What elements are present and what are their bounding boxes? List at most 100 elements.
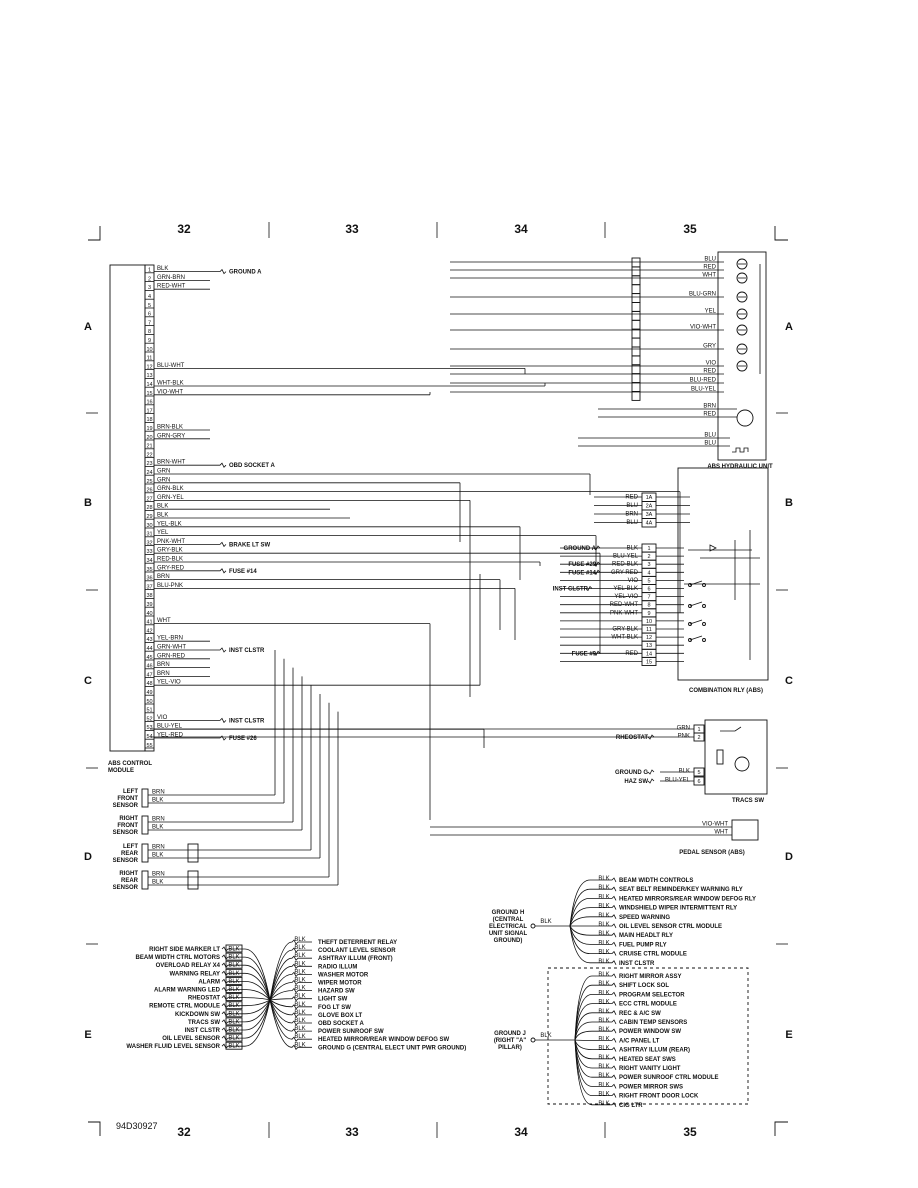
ground-g-fan-wire (244, 972, 271, 1001)
abs-wire-color: BLU-WHT (157, 363, 185, 369)
abs-hydraulic-unit-body (717, 251, 767, 461)
ground-g-left-item: KICKDOWN SW (175, 1012, 220, 1018)
relay-wire-color: BLU (626, 520, 638, 526)
ground-g-wire-color: BLK (228, 955, 239, 961)
row-label: A (84, 321, 92, 333)
ground-g-left-item: RIGHT SIDE MARKER LT (149, 947, 220, 953)
abs-control-module-pin-strip (144, 264, 155, 752)
abs-pin-number: 35 (146, 567, 152, 573)
wheel-sensor-label-line: RIGHT (119, 816, 138, 822)
wire-break (647, 734, 655, 740)
ground-h-item: SPEED WARNING (619, 915, 670, 921)
ground-g-wire-label-box (225, 985, 243, 993)
ground-h-label-line: UNIT SIGNAL (489, 931, 528, 937)
ground-g-wire-color: BLK (228, 971, 239, 977)
abs-wire-color: PNK-WHT (157, 539, 185, 545)
relay-wire-color: PNK-WHT (610, 610, 638, 616)
ground-g-wire-color: BLK (294, 1034, 305, 1040)
ground-j-item: CABIN TEMP SENSORS (619, 1020, 687, 1026)
ground-h-fan-wire (569, 925, 617, 956)
ground-g-fan-wire (269, 939, 312, 1001)
inline-connector (187, 870, 199, 890)
wheel-sensor-label-line: SENSOR (113, 858, 139, 864)
abs-pin-number: 42 (146, 628, 152, 634)
ground-j-fan-wire (574, 1039, 617, 1052)
ground-g-wire-color: BLK (294, 961, 305, 967)
abs-wire-color: BRN-BLK (157, 425, 183, 431)
ground-g-left-item: ALARM WARNING LED (154, 988, 221, 994)
abs-pin-number: 29 (146, 514, 152, 520)
resistor-symbol (716, 749, 724, 765)
column-label: 35 (683, 222, 697, 236)
abs-wire-color: GRY-RED (157, 565, 185, 571)
ground-j-fan-wire (574, 1000, 617, 1041)
ground-h-fan-wire (569, 877, 617, 927)
ground-h-wire-color: BLK (598, 950, 609, 956)
ground-g-left-item: OVERLOAD RELAY X4 (156, 963, 221, 969)
ground-h-label-line: ELECTRICAL (489, 924, 527, 930)
ground-j-wire-color: BLK (598, 972, 609, 978)
ground-g-right-item: ASHTRAY ILLUM (FRONT) (318, 956, 393, 962)
row-label: D (785, 851, 793, 863)
row-label: E (785, 1029, 792, 1041)
wheel-sensor-label-line: FRONT (117, 796, 138, 802)
abs-pin-number: 26 (146, 488, 152, 494)
tracs-wire-color: PNK (678, 734, 690, 740)
abs-pin-number: 54 (146, 734, 152, 740)
abs-wire-color: GRN-BLK (157, 486, 184, 492)
relay-pin-source: INST CLSTR (553, 587, 589, 593)
abs-pin-number: 41 (146, 620, 152, 626)
ground-g-wire-color: BLK (294, 994, 305, 1000)
ground-j-fan-wire (574, 1039, 617, 1107)
column-label: 35 (683, 1125, 697, 1139)
valve-solenoid-symbol (736, 360, 748, 372)
tracs-pin-number: 2 (697, 735, 700, 741)
relay-coil-symbol (732, 447, 749, 453)
ground-j-fan-wire (574, 1039, 617, 1061)
ground-h-fan-wire (569, 904, 617, 927)
abs-pin-number: 5 (148, 303, 151, 309)
relay-pin-number: 8 (647, 603, 650, 609)
ground-h-wire-color: BLK (598, 922, 609, 928)
ground-j-wire-color: BLK (598, 990, 609, 996)
wheel-sensor-label-line: LEFT (123, 844, 138, 850)
wheel-sensor-label-line: SENSOR (113, 803, 139, 809)
abs-hydraulic-unit-label: ABS HYDRAULIC UNIT (707, 464, 773, 470)
inline-connector-cavity (631, 266, 641, 277)
tracs-pin-source: RHEOSTAT (616, 735, 648, 741)
ground-j-wire-color: BLK (598, 1082, 609, 1088)
ground-h-fan-wire (569, 895, 617, 927)
pump-wire-color: RED (703, 412, 716, 418)
abs-pin-number: 48 (146, 681, 152, 687)
abs-pin-number: 39 (146, 602, 152, 608)
ground-g-fan-wire (269, 987, 312, 1001)
abs-wire-color: RED-BLK (157, 557, 183, 563)
sensor-wire-color: BRN (152, 817, 165, 823)
ground-h-label-line: (CENTRAL (493, 917, 524, 923)
wheel-sensor-connector (141, 870, 149, 890)
abs-wire-color: BLU-PNK (157, 583, 183, 589)
valve-solenoid-symbol (736, 324, 748, 336)
ground-g-wire-color: BLK (228, 1019, 239, 1025)
inline-connector-cavity (631, 275, 641, 286)
abs-pin-number: 17 (146, 408, 152, 414)
ground-j-fan-wire (574, 1039, 617, 1080)
ground-g-wire-label-box (225, 1009, 243, 1018)
row-label: B (84, 497, 92, 509)
ground-j-item: SHIFT LOCK SOL (619, 983, 669, 989)
hydraulic-wire-color: BLU-YEL (691, 387, 717, 393)
abs-wire-color: GRN-GRY (157, 433, 185, 439)
ground-j-fan-wire (574, 973, 617, 1041)
inline-connector-cavity (631, 373, 641, 384)
ground-g-right-item: FOG LT SW (318, 1005, 351, 1011)
ground-g-wire-color: BLK (294, 945, 305, 951)
ground-g-fan-wire (269, 979, 312, 1001)
ground-g-wire-color: BLK (294, 1002, 305, 1008)
wire-break (647, 778, 655, 784)
ground-j-wire-color: BLK (598, 1064, 609, 1070)
relay-pin-number: 4 (647, 570, 650, 576)
inline-connector-cavity (631, 302, 641, 312)
relay-wire-color: RED-WHT (610, 602, 639, 608)
abs-pin-number: 49 (146, 690, 152, 696)
